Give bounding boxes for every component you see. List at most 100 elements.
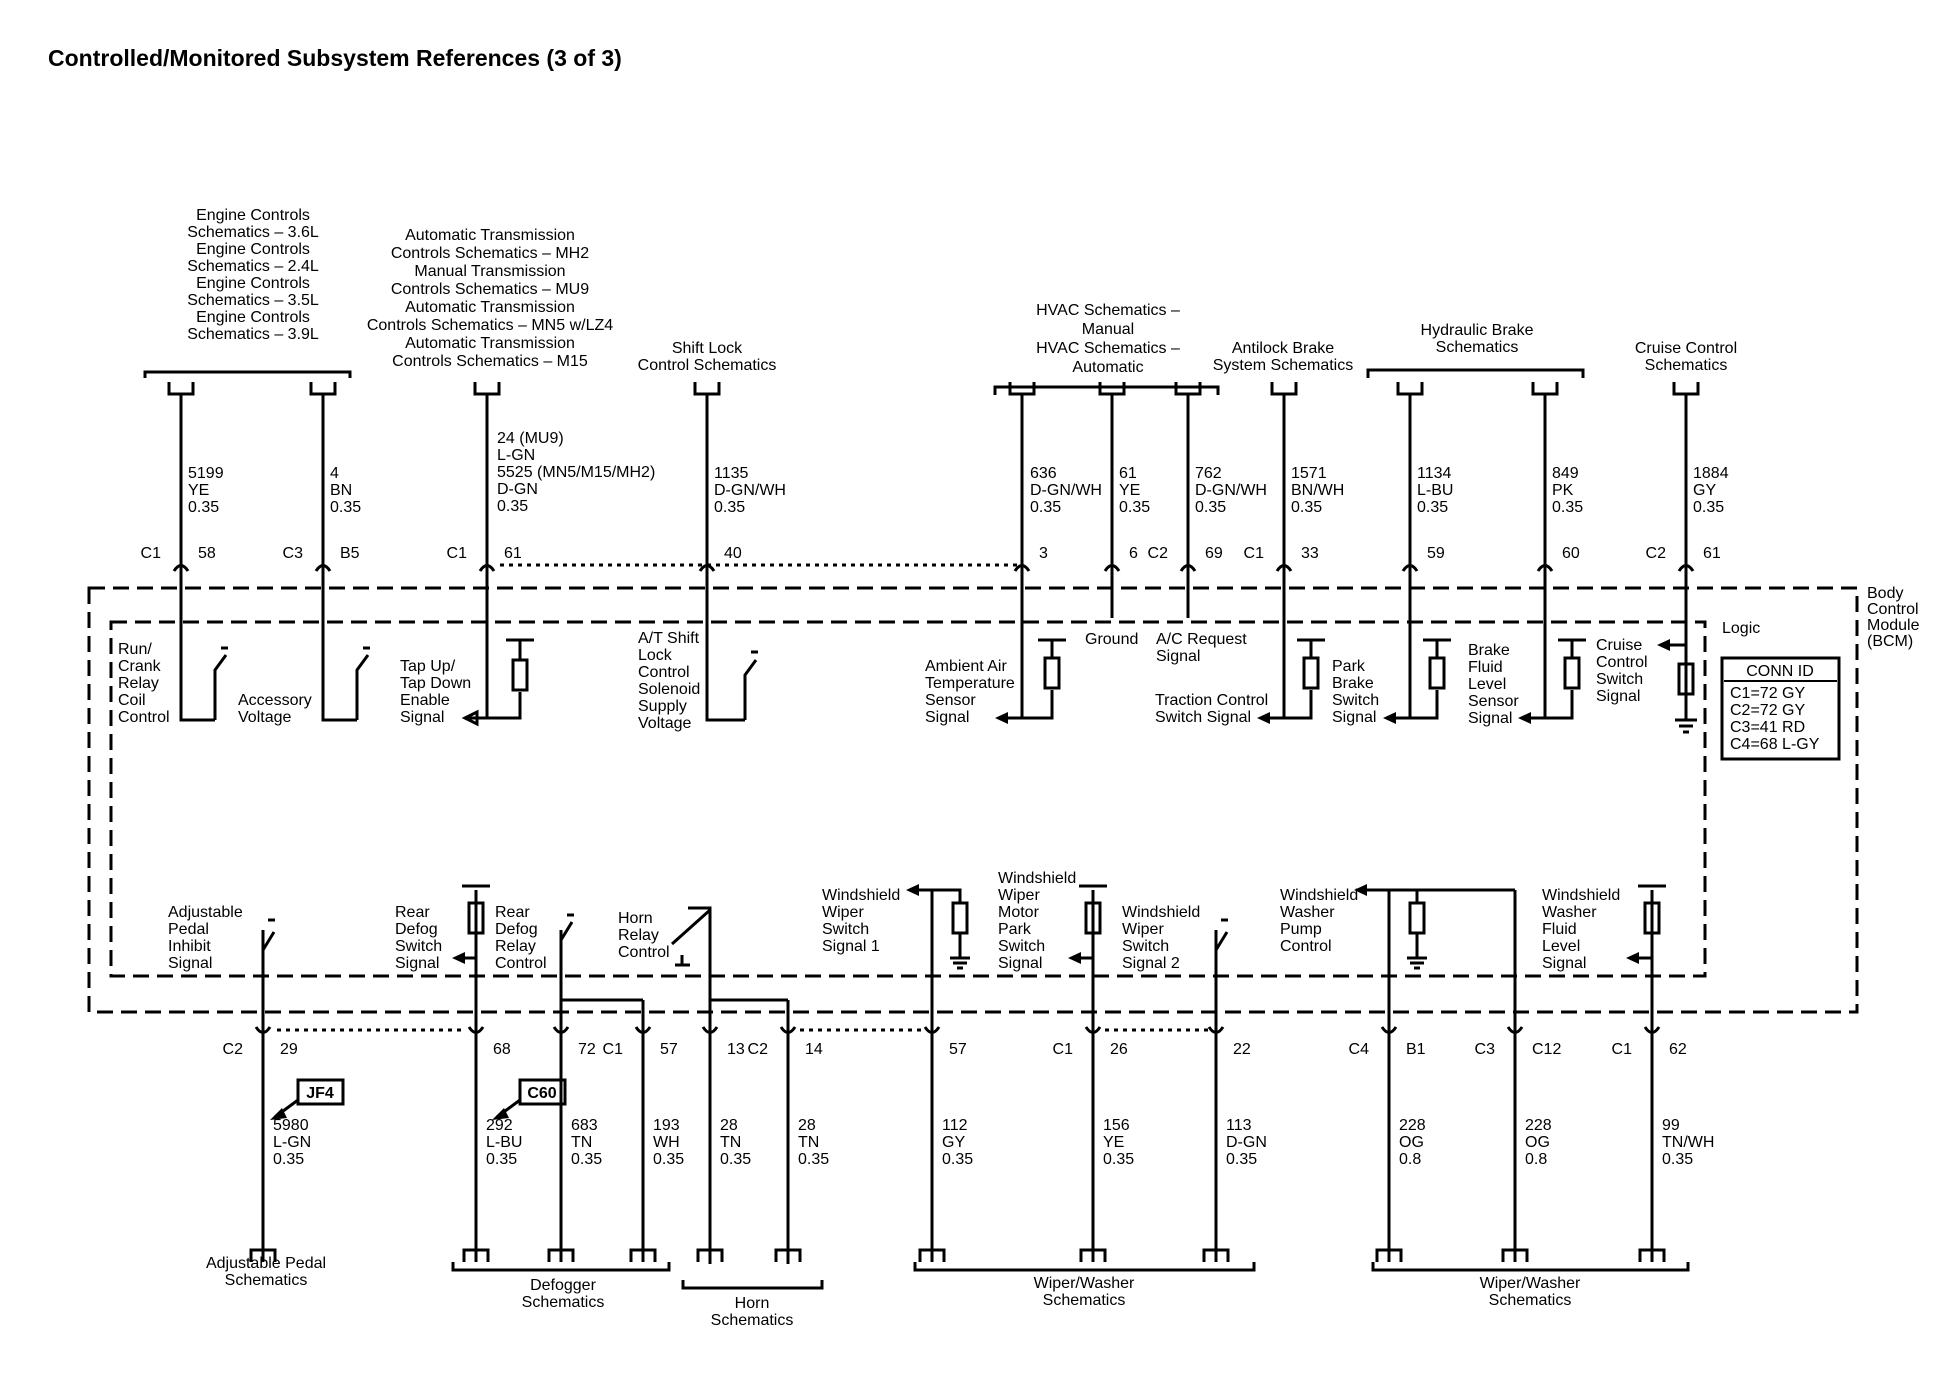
- wire-label: 762: [1195, 465, 1222, 482]
- wire-label: 636: [1030, 465, 1057, 482]
- signal-label: Solenoid: [638, 681, 700, 698]
- signal-label: Signal: [168, 955, 212, 972]
- pin-number: 26: [1110, 1041, 1128, 1058]
- terminal: [696, 1240, 724, 1262]
- signal-label: Enable: [400, 692, 450, 709]
- wire-label: 0.35: [720, 1151, 751, 1168]
- wire-label: 228: [1399, 1117, 1426, 1134]
- connector-id: C2: [223, 1041, 244, 1058]
- terminal: [1638, 1240, 1666, 1262]
- wire-label: 0.35: [798, 1151, 829, 1168]
- connector-pin: [552, 1026, 570, 1034]
- reference-bracket: [913, 1262, 1256, 1272]
- wire-label: 0.35: [1693, 499, 1724, 516]
- bcm-label-line: Control: [1867, 601, 1919, 618]
- wire-label: 292: [486, 1117, 513, 1134]
- bcm-label: Body Control Module (BCM): [1867, 585, 1920, 650]
- signal-label: Signal 2: [1122, 955, 1180, 972]
- signal-label: Control: [495, 955, 547, 972]
- signal-label: Relay: [618, 927, 659, 944]
- signal-label: Wiper: [822, 904, 864, 921]
- wire-label: D-GN/WH: [714, 482, 786, 499]
- wire-label: 193: [653, 1117, 680, 1134]
- signal-label: Defog: [395, 921, 438, 938]
- wire-label: 112: [942, 1117, 968, 1134]
- terminal: [1270, 382, 1298, 400]
- connector-id: C3: [283, 545, 304, 562]
- splice-tag-label: JF4: [306, 1085, 334, 1102]
- pin-number: 69: [1205, 545, 1223, 562]
- wire-label: 0.35: [273, 1151, 304, 1168]
- signal-label: Cruise: [1596, 637, 1642, 654]
- wire-label: 0.35: [1226, 1151, 1257, 1168]
- logic-label: Logic: [1722, 620, 1760, 637]
- connector-pin: [779, 1026, 797, 1034]
- connector-id: C1: [141, 545, 162, 562]
- connector-id: C1: [447, 545, 468, 562]
- internal-circuit: [1284, 690, 1313, 720]
- signal-label: Signal: [1542, 955, 1586, 972]
- connector-pin: [1103, 564, 1121, 572]
- wire-label: 0.35: [486, 1151, 517, 1168]
- conn-id-line: C3=41 RD: [1730, 719, 1805, 736]
- pin-number: 22: [1233, 1041, 1251, 1058]
- top-reference-text: Shift Lock: [672, 340, 743, 357]
- connector-id: C2: [1148, 545, 1169, 562]
- wire-label: 0.35: [571, 1151, 602, 1168]
- bottom-reference-text: Schematics: [522, 1294, 605, 1311]
- wire-label: 228: [1525, 1117, 1552, 1134]
- pin-number: 61: [504, 545, 522, 562]
- bcm-label-line: Module: [1867, 617, 1920, 634]
- wire-label: BN/WH: [1291, 482, 1344, 499]
- signal-label: Signal: [998, 955, 1042, 972]
- terminal: [1396, 382, 1424, 400]
- wire-label: 1884: [1693, 465, 1729, 482]
- connector-id: C1: [1612, 1041, 1633, 1058]
- pin-number: 14: [805, 1041, 823, 1058]
- wire-label: 24 (MU9): [497, 430, 564, 447]
- wire-label: 0.8: [1399, 1151, 1421, 1168]
- top-reference-text: System Schematics: [1213, 357, 1353, 374]
- internal-circuit: [1545, 690, 1574, 720]
- wire-label: OG: [1399, 1134, 1424, 1151]
- top-reference-text: Engine Controls: [196, 309, 310, 326]
- top-reference-text: Controls Schematics – MH2: [391, 245, 589, 262]
- top-reference-text: Schematics – 3.9L: [187, 326, 319, 343]
- signal-label: Windshield: [1542, 887, 1620, 904]
- pin-number: 3: [1039, 545, 1048, 562]
- signal-label: Ground: [1085, 631, 1138, 648]
- wire-label: D-GN: [497, 481, 538, 498]
- connector-pin: [1536, 564, 1554, 572]
- terminal: [629, 1240, 657, 1262]
- connector-pin: [314, 564, 332, 572]
- wire-label: 0.35: [1552, 499, 1583, 516]
- terminal: [1501, 1240, 1529, 1262]
- wire-label: 0.35: [188, 499, 219, 516]
- wire-label: 5525 (MN5/M15/MH2): [497, 464, 655, 481]
- wire-label: TN: [571, 1134, 592, 1151]
- wire-label: 61: [1119, 465, 1137, 482]
- terminal: [309, 382, 337, 400]
- pin-number: 60: [1562, 545, 1580, 562]
- top-reference-text: Engine Controls: [196, 207, 310, 224]
- signal-label: Signal: [925, 709, 969, 726]
- signal-label: Signal: [400, 709, 444, 726]
- reference-bracket: [143, 370, 352, 378]
- wire-label: 4: [330, 465, 339, 482]
- signal-label: Sensor: [925, 692, 976, 709]
- internal-circuit: [1022, 690, 1054, 720]
- wire-label: TN/WH: [1662, 1134, 1714, 1151]
- bcm-label-line: Body: [1867, 585, 1903, 602]
- top-reference-text: Cruise Control: [1635, 340, 1737, 357]
- wire-label: TN: [798, 1134, 819, 1151]
- wire-label: TN: [720, 1134, 741, 1151]
- signal-label: Control: [118, 709, 170, 726]
- switch: [213, 646, 228, 720]
- connector-id: C4: [1349, 1041, 1370, 1058]
- wire-label: PK: [1552, 482, 1574, 499]
- splice-tag-label: C60: [527, 1085, 556, 1102]
- wire-label: 0.35: [714, 499, 745, 516]
- bottom-reference-text: Schematics: [1043, 1292, 1126, 1309]
- pin-number: 13: [727, 1041, 745, 1058]
